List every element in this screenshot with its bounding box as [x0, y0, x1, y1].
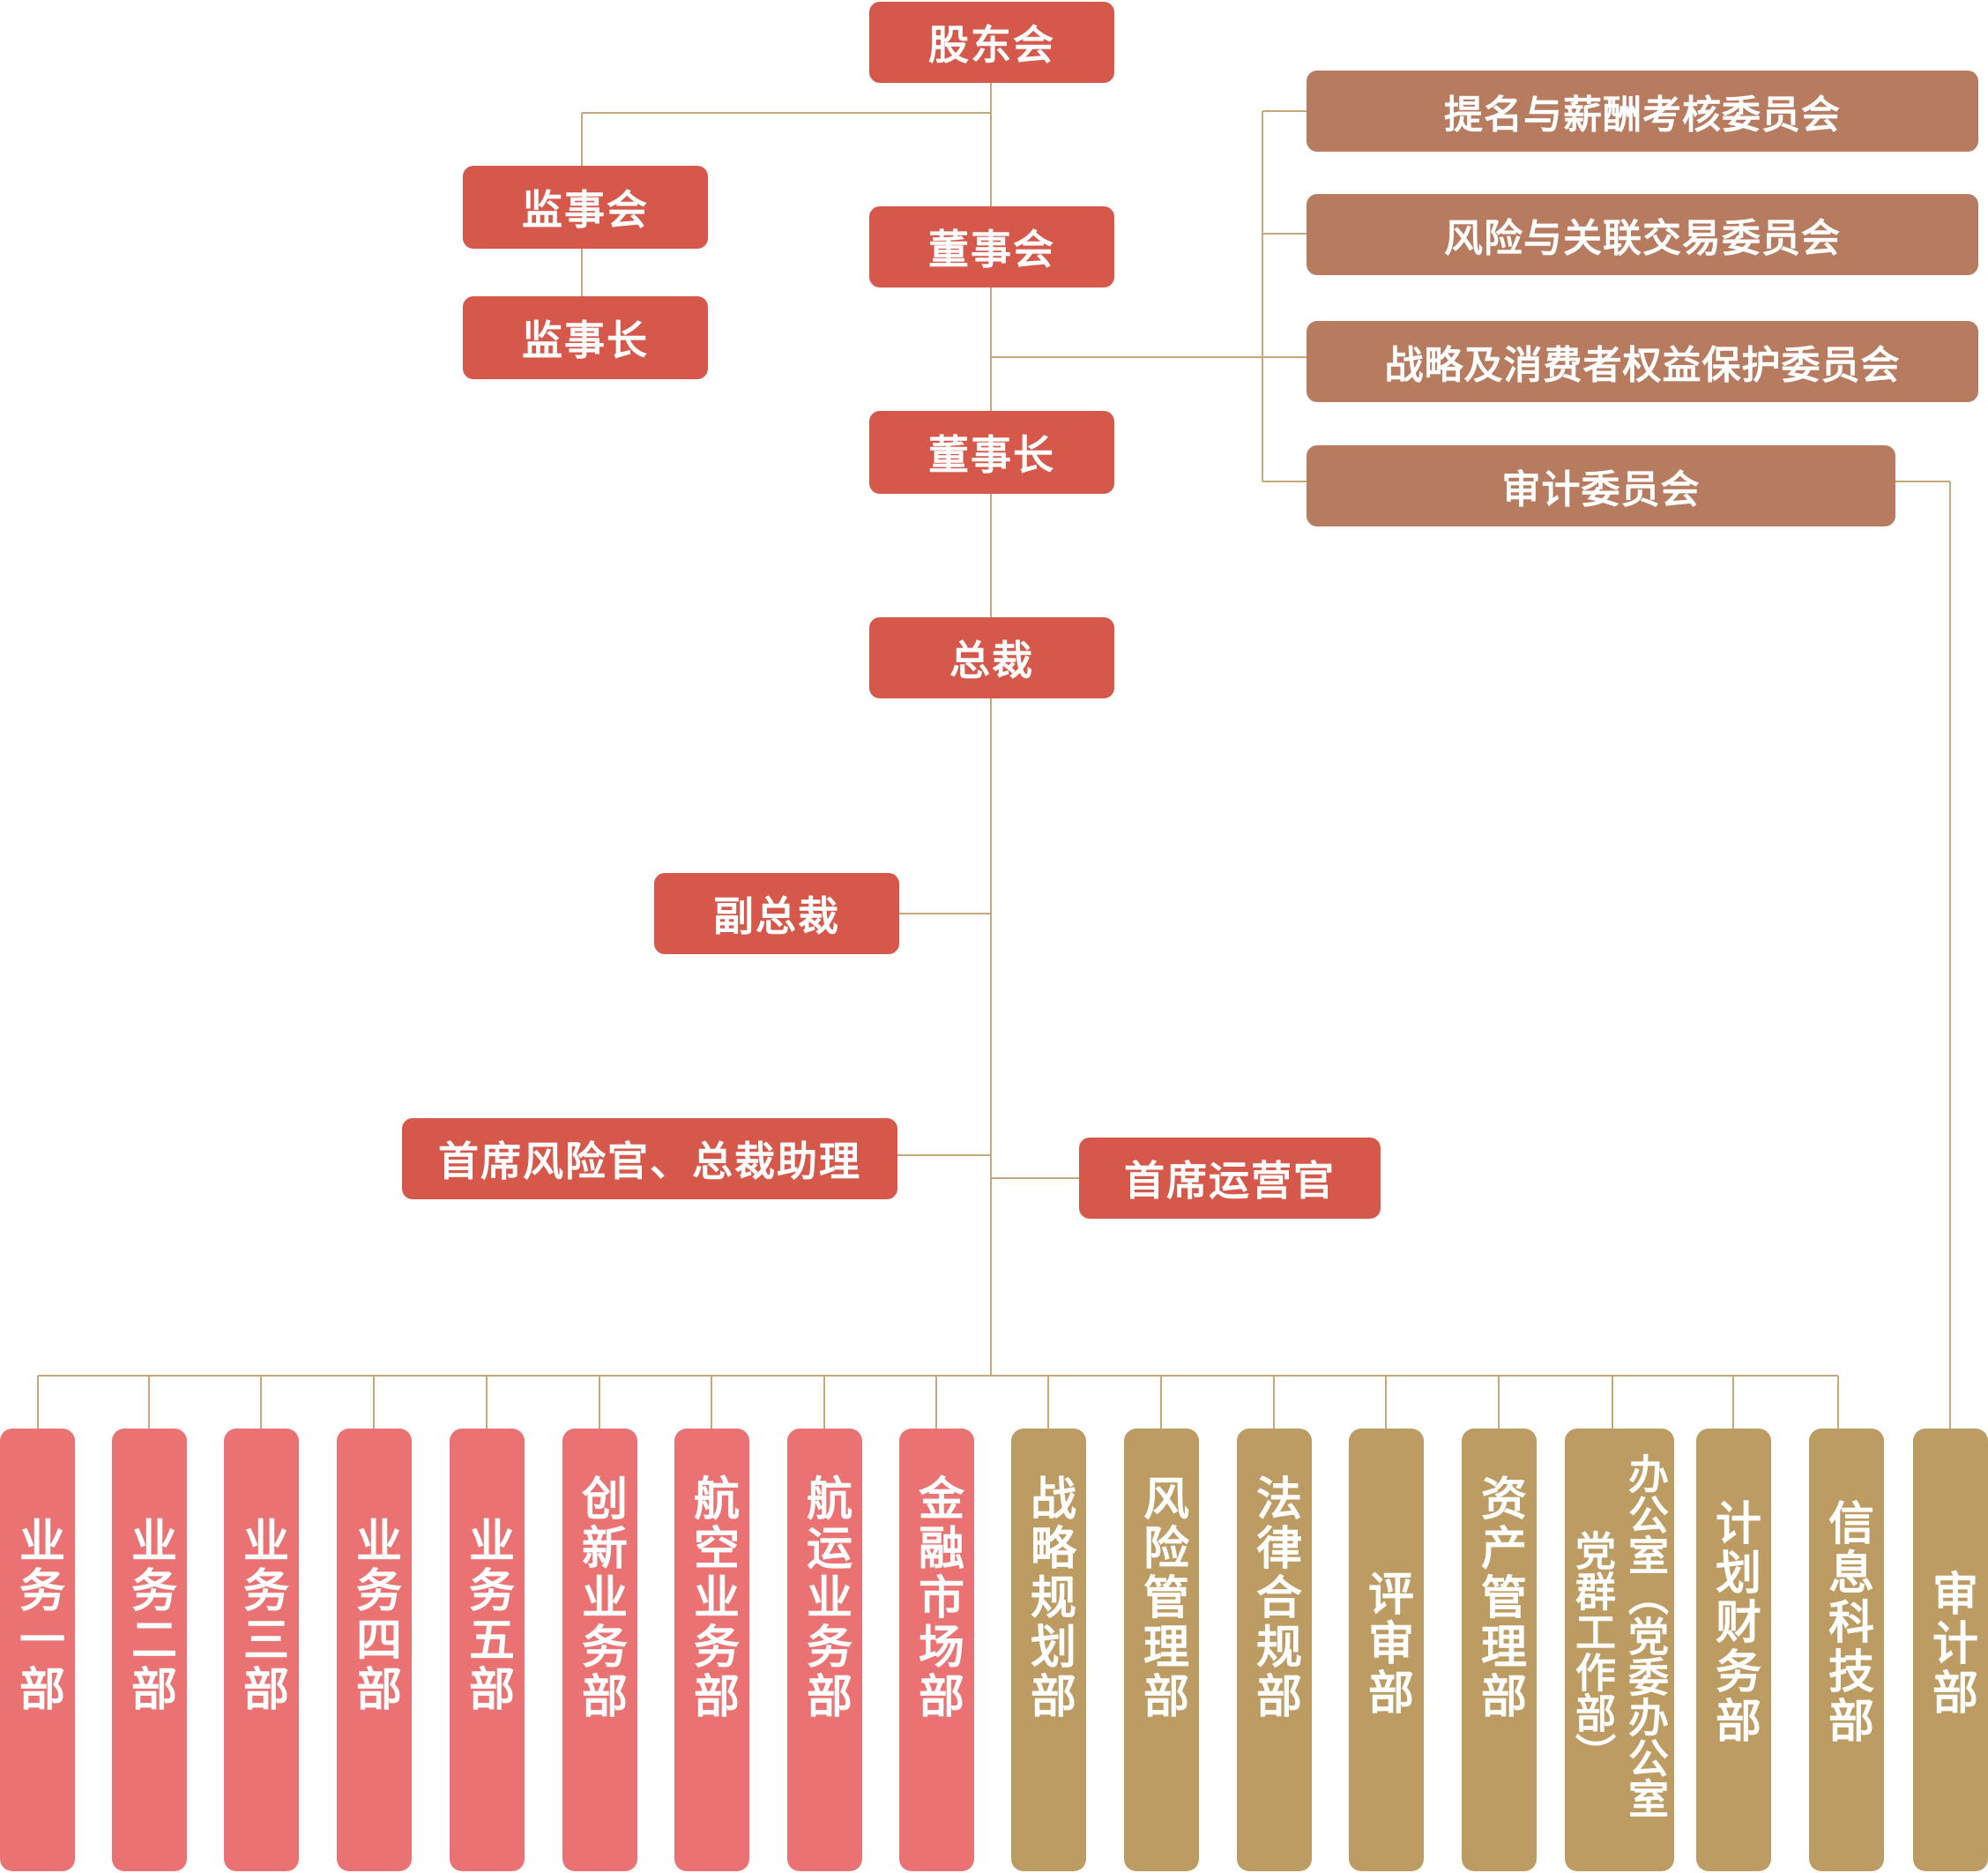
cro-assistant-box: 首席风险官、总裁助理 — [402, 1118, 897, 1199]
dept-office-note: 党群工作部） — [1569, 1530, 1617, 1773]
committee-label: 审计委员会 — [1501, 467, 1701, 512]
dept-audit: 审计部 — [1913, 1429, 1988, 1871]
dept-business-2: 业务二部 — [112, 1429, 187, 1871]
dept-label: 战略规划部 — [1022, 1474, 1076, 1721]
dept-label: 创新业务部 — [573, 1474, 627, 1721]
dept-label: 评审部 — [1359, 1570, 1413, 1718]
dept-business-3: 业务三部 — [224, 1429, 299, 1871]
supervisory-chair-label: 监事长 — [522, 317, 649, 364]
dept-information-technology: 信息科技部 — [1809, 1429, 1884, 1871]
dept-business-5: 业务五部 — [450, 1429, 525, 1871]
coo-box: 首席运营官 — [1079, 1138, 1381, 1219]
dept-office: 办公室（党委办公室 党群工作部） — [1565, 1429, 1674, 1871]
dept-office-label-group: 办公室（党委办公室 党群工作部） — [1567, 1453, 1672, 1818]
committee-label: 战略及消费者权益保护委员会 — [1384, 343, 1901, 388]
dept-label: 计划财务部 — [1707, 1499, 1761, 1746]
dept-legal-compliance: 法律合规部 — [1237, 1429, 1312, 1871]
board-of-directors-label: 董事会 — [928, 226, 1055, 273]
supervisory-board-label: 监事会 — [522, 186, 649, 234]
dept-label: 航运业务部 — [798, 1474, 852, 1721]
dept-planning-finance: 计划财务部 — [1696, 1429, 1771, 1871]
board-of-directors-box: 董事会 — [869, 206, 1114, 287]
audit-committee-box: 审计委员会 — [1307, 445, 1895, 526]
dept-label: 业务三部 — [235, 1517, 288, 1714]
dept-financial-markets: 金融市场部 — [899, 1429, 974, 1871]
dept-label: 业务五部 — [460, 1517, 514, 1714]
dept-label: 法律合规部 — [1247, 1474, 1301, 1721]
chairman-box: 董事长 — [869, 411, 1114, 494]
vice-president-label: 副总裁 — [713, 892, 840, 940]
nomination-compensation-committee-box: 提名与薪酬考核委员会 — [1307, 71, 1978, 152]
dept-strategic-planning: 战略规划部 — [1011, 1429, 1086, 1871]
dept-label: 业务二部 — [123, 1517, 176, 1714]
shareholders-meeting-box: 股东会 — [869, 2, 1114, 83]
dept-label: 航空业务部 — [685, 1474, 739, 1721]
dept-innovation-business: 创新业务部 — [562, 1429, 637, 1871]
dept-business-1: 业务一部 — [0, 1429, 75, 1871]
president-label: 总裁 — [949, 637, 1034, 684]
dept-label: 信息科技部 — [1820, 1499, 1873, 1746]
coo-label: 首席运营官 — [1124, 1157, 1336, 1205]
chairman-label: 董事长 — [928, 431, 1055, 479]
risk-related-party-committee-box: 风险与关联交易委员会 — [1307, 194, 1978, 275]
dept-shipping-business: 航运业务部 — [787, 1429, 862, 1871]
supervisory-chair-box: 监事长 — [463, 296, 708, 379]
dept-review: 评审部 — [1349, 1429, 1424, 1871]
dept-label: 审计部 — [1924, 1570, 1977, 1718]
dept-label: 业务一部 — [11, 1517, 64, 1714]
dept-asset-management: 资产管理部 — [1462, 1429, 1537, 1871]
dept-label: 资产管理部 — [1472, 1474, 1526, 1721]
cro-assistant-label: 首席风险官、总裁助理 — [438, 1138, 861, 1185]
vice-president-box: 副总裁 — [654, 873, 899, 954]
dept-business-4: 业务四部 — [337, 1429, 412, 1871]
dept-label: 金融市场部 — [910, 1474, 964, 1721]
dept-label: 风险管理部 — [1135, 1474, 1188, 1721]
strategy-consumer-protection-committee-box: 战略及消费者权益保护委员会 — [1307, 321, 1978, 402]
committee-label: 风险与关联交易委员会 — [1444, 216, 1841, 261]
dept-risk-management: 风险管理部 — [1124, 1429, 1199, 1871]
dept-label: 业务四部 — [347, 1517, 401, 1714]
dept-label: 办公室（党委办公室 — [1622, 1453, 1670, 1818]
shareholders-meeting-label: 股东会 — [928, 21, 1055, 69]
supervisory-board-box: 监事会 — [463, 166, 708, 249]
dept-aviation-business: 航空业务部 — [674, 1429, 749, 1871]
committee-label: 提名与薪酬考核委员会 — [1444, 93, 1841, 138]
president-box: 总裁 — [869, 617, 1114, 698]
